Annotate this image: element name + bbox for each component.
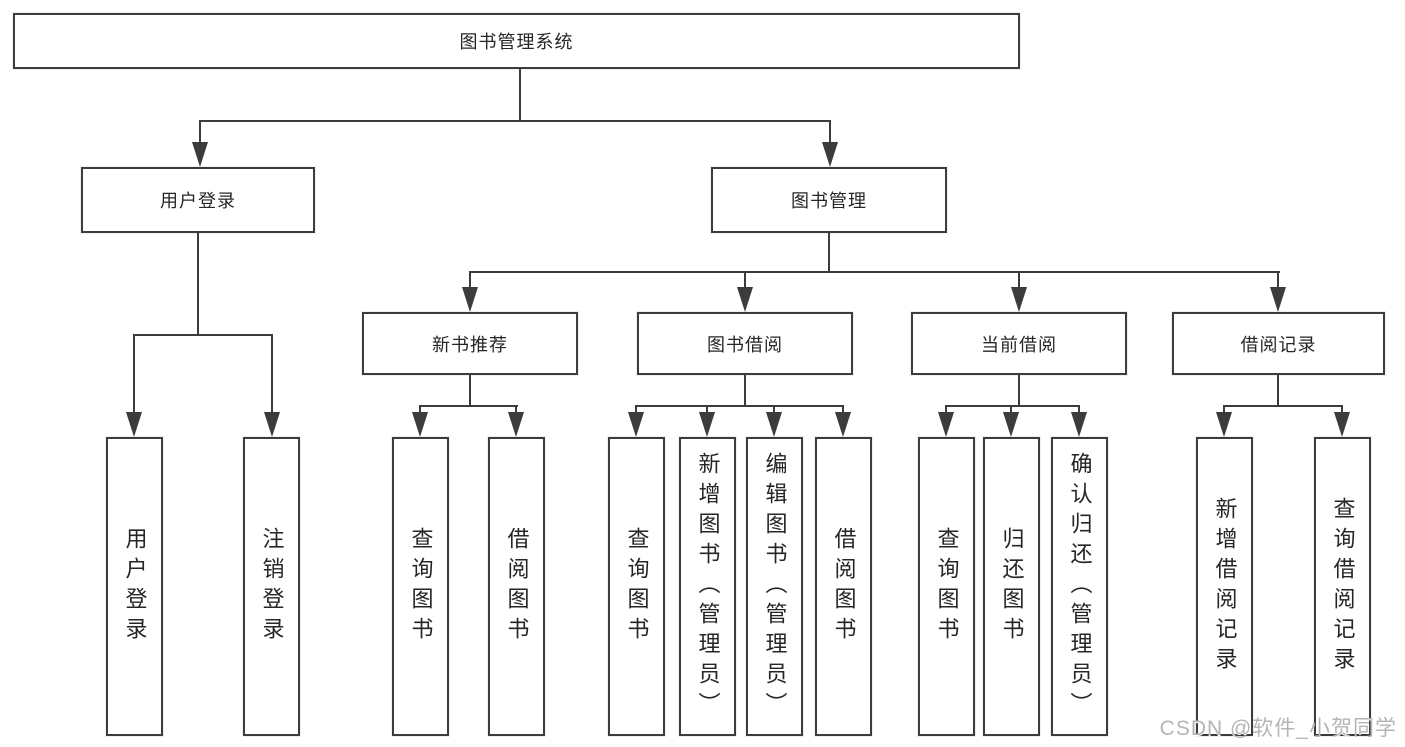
arrowhead bbox=[462, 287, 478, 312]
node-new-book-recommend: 新书推荐 bbox=[362, 312, 578, 375]
leaf-add-borrow-record: 新增借阅记录 bbox=[1196, 437, 1253, 736]
connector-line bbox=[829, 120, 831, 152]
connector-line bbox=[469, 271, 1280, 273]
node-user-login: 用户登录 bbox=[81, 167, 315, 233]
connector-line bbox=[469, 271, 471, 293]
arrowhead bbox=[835, 412, 851, 437]
connector-line bbox=[1277, 375, 1279, 407]
arrowhead bbox=[1216, 412, 1232, 437]
leaf-query-borrow-record: 查询借阅记录 bbox=[1314, 437, 1371, 736]
node-book-management-system: 图书管理系统 bbox=[13, 13, 1020, 69]
leaf-logout: 注销登录 bbox=[243, 437, 300, 736]
connector-line bbox=[419, 405, 518, 407]
arrowhead bbox=[766, 412, 782, 437]
arrowhead bbox=[699, 412, 715, 437]
arrowhead bbox=[508, 412, 524, 437]
leaf-edit-books-admin: 编辑图书（管理员） bbox=[746, 437, 803, 736]
node-book-management: 图书管理 bbox=[711, 167, 947, 233]
connector-line bbox=[519, 69, 521, 122]
leaf-query-books-current: 查询图书 bbox=[918, 437, 975, 736]
connector-line bbox=[1018, 375, 1020, 407]
arrowhead bbox=[628, 412, 644, 437]
arrowhead bbox=[1334, 412, 1350, 437]
leaf-borrow-books-recommend: 借阅图书 bbox=[488, 437, 545, 736]
arrowhead bbox=[126, 412, 142, 437]
arrowhead bbox=[264, 412, 280, 437]
connector-line bbox=[945, 405, 1080, 407]
node-borrow-records: 借阅记录 bbox=[1172, 312, 1385, 375]
connector-line bbox=[744, 375, 746, 407]
connector-line bbox=[469, 375, 471, 407]
arrowhead bbox=[412, 412, 428, 437]
arrowhead bbox=[938, 412, 954, 437]
connector-line bbox=[133, 334, 273, 336]
connector-line bbox=[271, 334, 273, 418]
connector-line bbox=[199, 120, 831, 122]
leaf-confirm-return-admin: 确认归还（管理员） bbox=[1051, 437, 1108, 736]
leaf-user-login: 用户登录 bbox=[106, 437, 163, 736]
leaf-query-books-borrow: 查询图书 bbox=[608, 437, 665, 736]
arrowhead bbox=[1270, 287, 1286, 312]
node-book-borrow: 图书借阅 bbox=[637, 312, 853, 375]
arrowhead bbox=[1003, 412, 1019, 437]
arrowhead bbox=[737, 287, 753, 312]
arrowhead bbox=[192, 142, 208, 167]
arrowhead bbox=[822, 142, 838, 167]
connector-line bbox=[1277, 271, 1279, 293]
leaf-add-books-admin: 新增图书（管理员） bbox=[679, 437, 736, 736]
connector-line bbox=[635, 405, 844, 407]
connector-line bbox=[133, 334, 135, 418]
leaf-query-books-recommend: 查询图书 bbox=[392, 437, 449, 736]
arrowhead bbox=[1011, 287, 1027, 312]
connector-line bbox=[744, 271, 746, 293]
connector-line bbox=[197, 233, 199, 336]
csdn-watermark: CSDN @软件_小贺同学 bbox=[1159, 717, 1397, 740]
connector-line bbox=[828, 233, 830, 273]
leaf-borrow-books-borrow: 借阅图书 bbox=[815, 437, 872, 736]
connector-line bbox=[1223, 405, 1343, 407]
connector-line bbox=[199, 120, 201, 152]
node-current-borrow: 当前借阅 bbox=[911, 312, 1127, 375]
leaf-return-books: 归还图书 bbox=[983, 437, 1040, 736]
arrowhead bbox=[1071, 412, 1087, 437]
connector-line bbox=[1018, 271, 1020, 293]
